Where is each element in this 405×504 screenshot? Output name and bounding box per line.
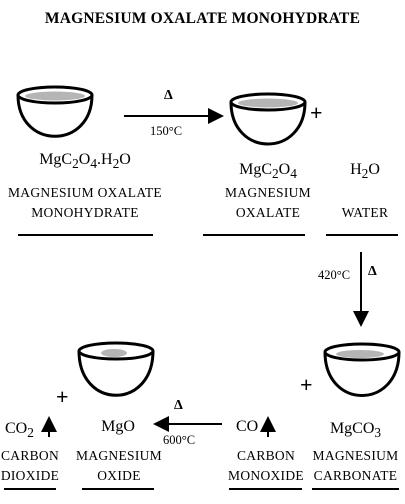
plus-sign: + — [300, 372, 313, 397]
name-mgco3: MAGNESIUM CARBONATE — [303, 446, 405, 486]
residue-fill — [101, 349, 127, 357]
name-line: DIOXIDE — [0, 468, 60, 483]
name-line: CARBON — [236, 448, 296, 463]
name-line: OXIDE — [97, 468, 141, 483]
name-co2: CARBON DIOXIDE — [0, 446, 60, 486]
formula-mgo: MgO — [101, 418, 135, 435]
delta-step3: Δ — [174, 398, 183, 413]
name-line: OXALATE — [235, 205, 301, 220]
name-mgc2o4-h2o: MAGNESIUM OXALATE MONOHYDRATE — [5, 183, 165, 223]
residue-fill — [336, 350, 384, 358]
name-line: CARBONATE — [313, 468, 398, 483]
name-mgc2o4: MAGNESIUM OXALATE — [208, 183, 328, 223]
residue-fill — [238, 98, 298, 108]
name-line: MAGNESIUM OXALATE — [8, 185, 162, 200]
diagram-title: MAGNESIUM OXALATE MONOHYDRATE — [44, 10, 361, 27]
crucible-magnesium-carbonate — [323, 342, 401, 397]
name-line: MAGNESIUM — [225, 185, 311, 200]
name-h2o: WATER — [341, 205, 389, 220]
formula-mgc2o4-h2o: MgC2O4.H2O — [39, 151, 131, 172]
plus-sign: + — [56, 384, 69, 409]
formula-co2: CO2 — [5, 420, 34, 441]
name-line: MONOHYDRATE — [31, 205, 139, 220]
formula-co: CO — [236, 418, 259, 435]
crucible-magnesium-oxide — [77, 341, 155, 397]
temperature-step1: 150°C — [150, 124, 183, 138]
residue-fill — [25, 91, 85, 101]
plus-sign: + — [310, 100, 323, 125]
temperature-step3: 600°C — [163, 433, 196, 447]
formula-mgco3: MgCO3 — [329, 420, 382, 441]
delta-step1: Δ — [164, 88, 173, 103]
name-line: MONOXIDE — [228, 468, 304, 483]
name-line: MAGNESIUM — [312, 448, 399, 463]
name-line: MAGNESIUM — [76, 448, 162, 463]
formula-h2o: H2O — [350, 161, 380, 182]
formula-mgc2o4: MgC2O4 — [239, 161, 297, 182]
crucible-magnesium-oxalate — [229, 92, 307, 146]
name-co: CARBON MONOXIDE — [222, 446, 310, 486]
crucible-magnesium-oxalate-monohydrate — [16, 85, 94, 138]
name-mgo: MAGNESIUM OXIDE — [75, 446, 163, 486]
name-line: CARBON — [0, 448, 60, 463]
delta-step2: Δ — [368, 264, 377, 279]
temperature-step2: 420°C — [318, 268, 351, 282]
